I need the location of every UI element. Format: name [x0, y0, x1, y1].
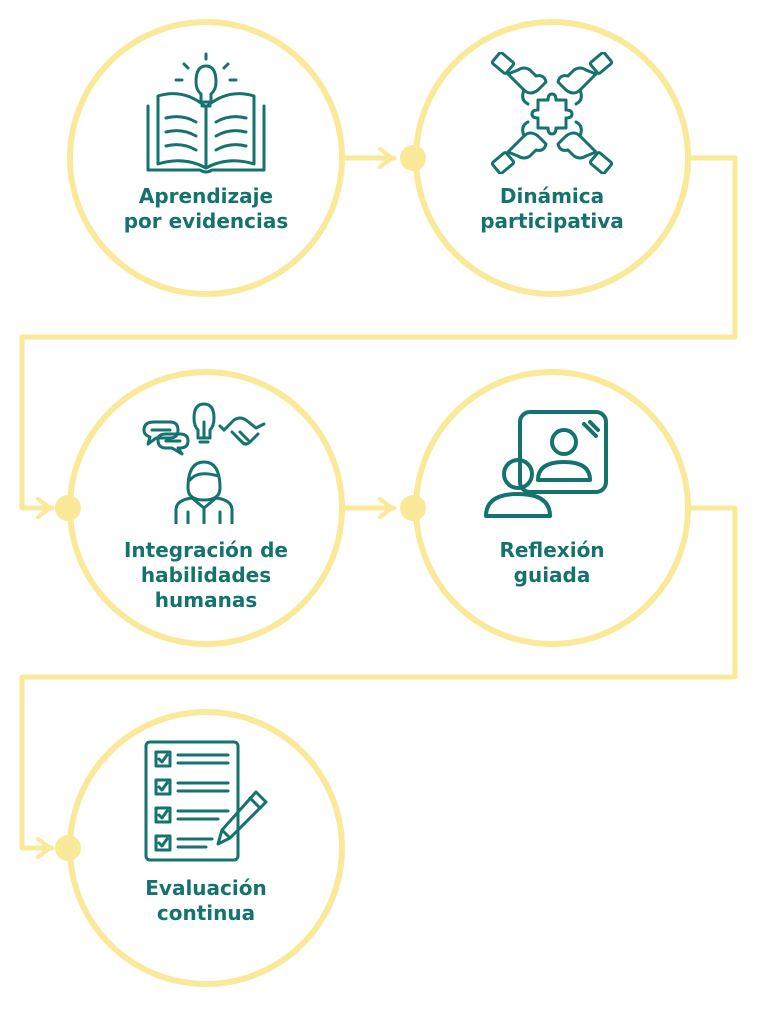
connector-2-3	[19, 155, 738, 511]
connector-dots	[55, 145, 426, 861]
checklist-pencil-icon	[144, 740, 268, 862]
book-lightbulb-icon	[146, 52, 266, 174]
step-label-1: Aprendizaje por evidencias	[123, 184, 289, 233]
connector-dot-4	[400, 495, 426, 521]
step-label-5: Evaluación continua	[145, 876, 267, 925]
arrowhead-2	[378, 147, 394, 169]
step-circle-1	[67, 19, 345, 297]
step-label-2: Dinámica participativa	[480, 184, 624, 233]
arrowhead-4	[378, 497, 394, 519]
connector-4-5	[19, 505, 738, 851]
mirror-reflection-icon	[484, 410, 608, 518]
puzzle-hands-icon	[490, 52, 614, 174]
connectors	[19, 155, 738, 851]
arrowhead-3	[36, 497, 52, 519]
step-label-4: Reflexión guiada	[499, 538, 605, 587]
arrowheads	[36, 147, 394, 859]
connector-dot-3	[55, 495, 81, 521]
person-ideas-icon	[142, 402, 266, 524]
connector-dot-2	[400, 145, 426, 171]
connector-dot-5	[55, 835, 81, 861]
arrowhead-5	[36, 837, 52, 859]
step-label-3: Integración de habilidades humanas	[123, 538, 288, 612]
